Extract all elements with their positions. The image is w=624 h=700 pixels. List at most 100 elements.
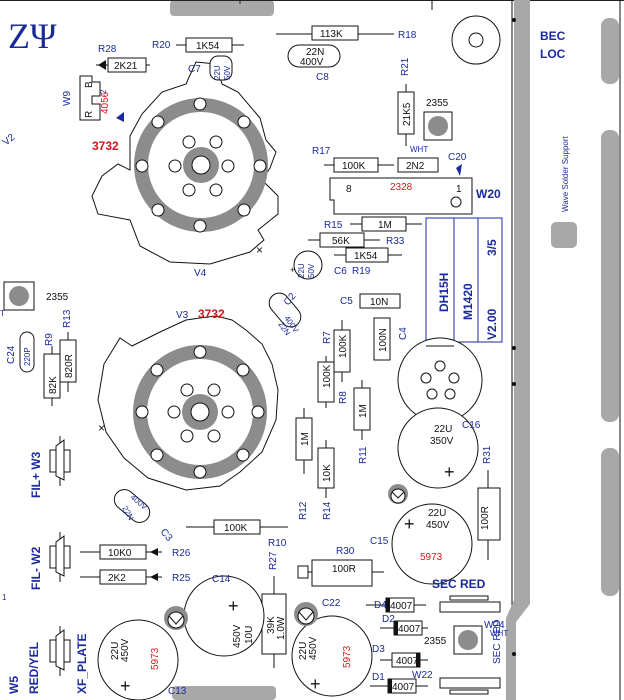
c7-ref: C7 bbox=[188, 64, 201, 75]
w20-pin-1: 1 bbox=[456, 184, 462, 195]
tube-v3-ref: V3 bbox=[176, 310, 189, 321]
svg-text:+: + bbox=[404, 514, 415, 534]
cap-c8 bbox=[287, 44, 341, 68]
cap-c20 bbox=[397, 157, 439, 173]
r26-value: 100R bbox=[332, 564, 356, 575]
r17-ref: R17 bbox=[312, 146, 331, 157]
resistor-r14 bbox=[353, 380, 371, 440]
bottom-rail-tab bbox=[172, 686, 276, 700]
cap-c7 bbox=[209, 55, 233, 81]
d1-value: 4007 bbox=[392, 682, 415, 693]
c14-value: 10U bbox=[244, 626, 255, 644]
w20-connector bbox=[329, 177, 473, 215]
r31-value: 2K2 bbox=[108, 573, 126, 584]
resistor-r9 bbox=[295, 408, 313, 474]
fil-minus-w2-label: FIL- W2 bbox=[29, 546, 43, 590]
r11-value: 100K bbox=[338, 334, 349, 358]
c12-value: 22U bbox=[298, 642, 309, 660]
c16-ref: C16 bbox=[462, 420, 481, 431]
w9-part: 4056 bbox=[100, 91, 111, 114]
trim-pot-top-part: 2355 bbox=[426, 98, 449, 109]
r10-value: 100K bbox=[224, 523, 248, 534]
cap-c16 bbox=[397, 407, 479, 489]
c8-voltage: 400V bbox=[300, 57, 324, 68]
d4-ref: D4 bbox=[374, 600, 387, 611]
fil-plus-w3-connector bbox=[49, 436, 71, 486]
module-version: V2.00 bbox=[485, 308, 499, 340]
r18-ref: R18 bbox=[398, 30, 417, 41]
c16-value: 22U bbox=[434, 424, 452, 435]
edge-mark-t: T bbox=[0, 309, 5, 318]
r7-ref: R9 bbox=[44, 333, 55, 346]
cap-c4 bbox=[373, 317, 391, 361]
r19-value: 1K54 bbox=[354, 251, 378, 262]
r17-value: 100K bbox=[342, 161, 366, 172]
c15-voltage: 450V bbox=[426, 520, 450, 531]
c6-voltage: 50V bbox=[307, 263, 316, 278]
c14-ref: C14 bbox=[212, 574, 231, 585]
r7-value: 82K bbox=[48, 376, 59, 394]
resistor-r27 bbox=[477, 470, 501, 560]
lamp-mid bbox=[388, 484, 408, 504]
logo: ZΨ bbox=[8, 16, 57, 56]
c24-value: 220P bbox=[23, 347, 32, 366]
diode-d2 bbox=[380, 620, 428, 636]
tube-v4-type: 3732 bbox=[92, 139, 119, 153]
svg-text:+: + bbox=[290, 265, 295, 275]
c14-voltage: 450V bbox=[232, 624, 243, 648]
r31-ref: R25 bbox=[172, 573, 191, 584]
edge-mark-1: 1 bbox=[2, 593, 7, 602]
c13-voltage: 450V bbox=[120, 638, 131, 662]
svg-text:+: + bbox=[120, 676, 131, 696]
cap-c12 bbox=[291, 615, 373, 697]
resistor-r8 bbox=[59, 332, 77, 392]
w5-connector bbox=[49, 626, 71, 676]
w20-part: 2328 bbox=[390, 182, 413, 193]
r15-value: 1M bbox=[378, 220, 392, 231]
resistor-r33 bbox=[308, 232, 380, 248]
c3-ref: C3 bbox=[158, 527, 175, 544]
resistor-r15 bbox=[350, 216, 422, 232]
tube-v3-type: 3732 bbox=[198, 307, 225, 321]
tube-v4-ref: V4 bbox=[194, 268, 207, 279]
c22-ref: C22 bbox=[322, 598, 341, 609]
d2-ref: D2 bbox=[382, 614, 395, 625]
resistor-r19 bbox=[334, 247, 402, 263]
fil-minus-w2-connector bbox=[49, 532, 71, 582]
cap-c15 bbox=[391, 503, 473, 585]
sec-red-connector bbox=[439, 595, 501, 613]
c24-ref: C24 bbox=[6, 345, 17, 364]
c12-voltage: 450V bbox=[308, 636, 319, 660]
r33-ref: R33 bbox=[386, 236, 405, 247]
svg-text:×: × bbox=[256, 243, 263, 257]
resistor-r18 bbox=[276, 25, 394, 41]
resistor-r28 bbox=[96, 57, 150, 73]
r30-value: 10K0 bbox=[108, 548, 132, 559]
r26-ref: R30 bbox=[336, 546, 355, 557]
diode-d3 bbox=[380, 652, 428, 668]
sec-red-vertical: SEC RED bbox=[492, 620, 503, 664]
resistor-r7 bbox=[43, 346, 61, 406]
svg-text:+: + bbox=[444, 462, 455, 482]
d3-value: 4007 bbox=[396, 656, 419, 667]
top-rail-tab bbox=[170, 0, 274, 16]
sec-red-label: SEC RED bbox=[432, 577, 486, 591]
svg-text:+: + bbox=[228, 596, 239, 616]
tube-socket-v3: × bbox=[97, 315, 279, 491]
c13-ref: C13 bbox=[168, 686, 187, 697]
resistor-r26 bbox=[297, 559, 384, 587]
trim-pot-bottom-part: 2355 bbox=[424, 636, 447, 647]
w22-connector bbox=[439, 677, 501, 695]
resistor-r30 bbox=[80, 544, 162, 560]
r21-value: 21K5 bbox=[402, 102, 413, 126]
cap-c6 bbox=[293, 250, 323, 280]
w24-wht: WHT bbox=[490, 629, 508, 638]
resistor-r13 bbox=[317, 440, 335, 498]
r9-ref: R12 bbox=[298, 501, 309, 520]
c8-ref: C8 bbox=[316, 72, 329, 83]
module-revision: 3/5 bbox=[485, 239, 499, 256]
cap-c2 bbox=[268, 292, 302, 328]
w9-pin-2: 2 bbox=[99, 89, 108, 94]
r19-ref: R19 bbox=[352, 266, 371, 277]
r20-ref: R20 bbox=[152, 40, 171, 51]
